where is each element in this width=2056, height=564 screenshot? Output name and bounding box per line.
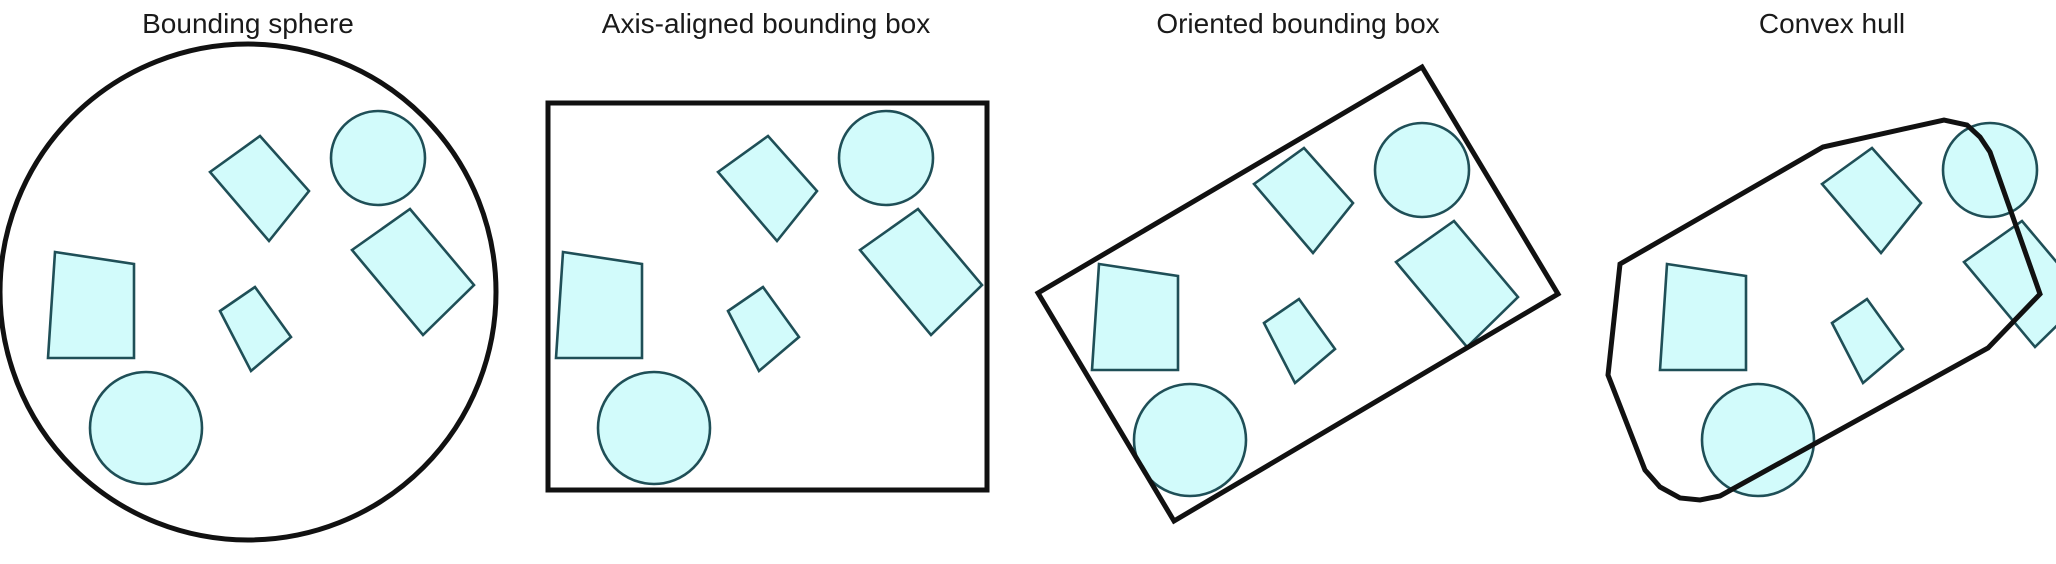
scene-objects <box>1090 121 1520 498</box>
panel-title-bounding-sphere: Bounding sphere <box>142 8 354 39</box>
panel-title-obb: Oriented bounding box <box>1156 8 1439 39</box>
panel-title-aabb: Axis-aligned bounding box <box>602 8 930 39</box>
panel-axis-aligned-bounding-box: Axis-aligned bounding box <box>545 8 990 493</box>
panel-title-convex-hull: Convex hull <box>1759 8 1905 39</box>
aabb-outline <box>545 100 990 493</box>
panel-convex-hull: Convex hull <box>1605 8 2056 503</box>
scene-objects <box>1658 121 2056 498</box>
panel-oriented-bounding-box: Oriented bounding box <box>1034 8 1562 525</box>
scene-objects <box>554 109 984 486</box>
bounding-sphere-outline <box>0 41 499 543</box>
panel-bounding-sphere: Bounding sphere <box>0 8 499 543</box>
scene-objects <box>46 109 476 486</box>
convex-hull-outline <box>1605 117 2043 503</box>
obb-outline <box>1034 63 1562 525</box>
